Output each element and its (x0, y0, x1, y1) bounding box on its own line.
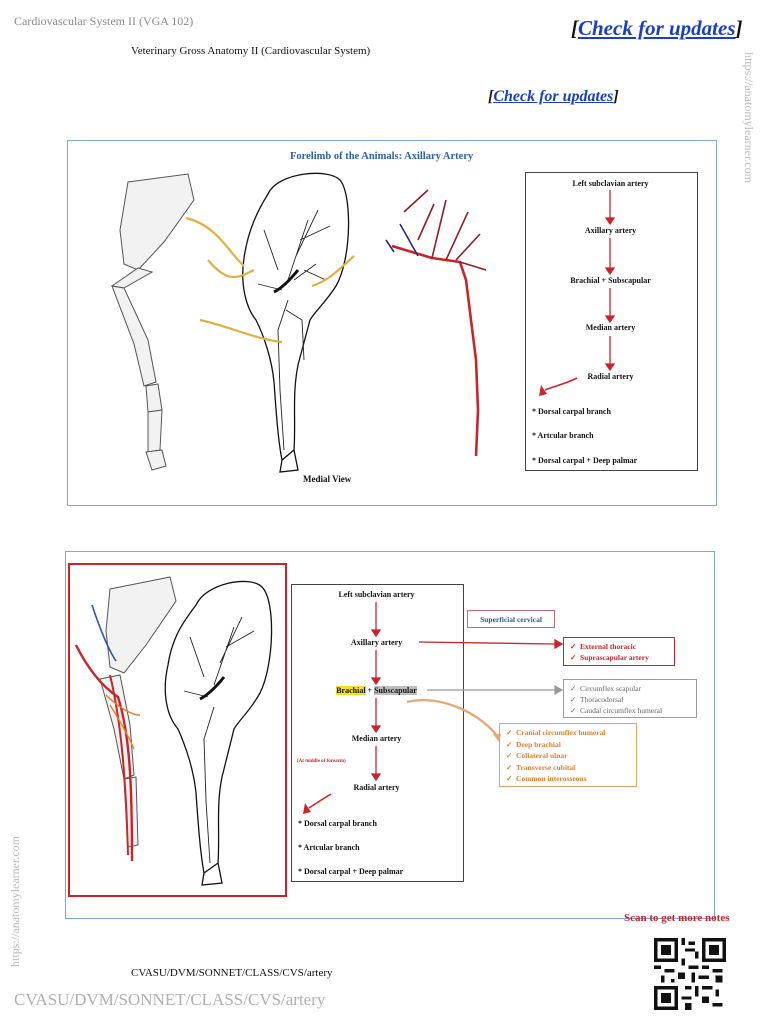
medial-view-label: Medial View (303, 474, 351, 484)
common-interosseous-item: ✓Common interosseous (506, 773, 630, 785)
check-updates-link-small[interactable]: [Check for updates] (488, 88, 619, 106)
scan-notes-label: Scan to get more notes (624, 912, 730, 924)
thoracodorsal-item: ✓Thoracodorsal (570, 694, 690, 705)
brachial-branches-box: ✓Cranial circumflex humeral ✓Deep brachi… (499, 723, 637, 787)
transverse-cubital-item: ✓Transverse cubital (506, 762, 630, 774)
vessel-cast (386, 190, 486, 456)
subscapular-branches-box: ✓Circumflex scapular ✓Thoracodorsal ✓Cau… (563, 679, 697, 718)
course-header: Cardiovascular System II (VGA 102) (14, 14, 193, 29)
qr-code-icon[interactable] (654, 938, 726, 1010)
bone-sketch (112, 174, 194, 470)
bone-sketch-2 (100, 577, 176, 847)
external-thoracic-item: ✓External thoracic (570, 641, 668, 652)
gold-arrows (186, 218, 354, 342)
suprascapular-item: ✓Suprascapular artery (570, 652, 668, 663)
check-updates-anchor-small[interactable]: Check for updates (493, 88, 613, 105)
collateral-ulnar-item: ✓Collateral ulnar (506, 750, 630, 762)
cranial-circumflex-humeral-item: ✓Cranial circumflex humeral (506, 727, 630, 739)
document-subtitle: Veterinary Gross Anatomy II (Cardiovascu… (131, 45, 370, 57)
superficial-cervical-box: Superficial cervical (467, 610, 555, 628)
check-updates-link-large[interactable]: [Check for updates] (571, 16, 743, 41)
limb-outline-2 (165, 581, 271, 885)
forelimb-illustration-2 (70, 565, 282, 891)
watermark-right: https://anatomylearner.com (741, 52, 756, 183)
footer-path: CVASU/DVM/SONNET/CLASS/CVS/artery (131, 967, 333, 979)
deep-brachial-item: ✓Deep brachial (506, 739, 630, 751)
axillary-branches-box: ✓External thoracic ✓Suprascapular artery (563, 637, 675, 666)
forelimb-illustration-1 (68, 160, 518, 500)
check-updates-anchor-large[interactable]: Check for updates (578, 16, 736, 40)
flow-arrows-1 (525, 172, 696, 469)
limb-outline (243, 173, 349, 472)
caudal-circumflex-humeral-item: ✓Caudal circumflex humeral (570, 705, 690, 716)
footer-path-grey: CVASU/DVM/SONNET/CLASS/CVS/artery (14, 990, 325, 1010)
watermark-left: https://anatomylearner.com (8, 836, 23, 967)
circumflex-scapular-item: ✓Circumflex scapular (570, 683, 690, 694)
